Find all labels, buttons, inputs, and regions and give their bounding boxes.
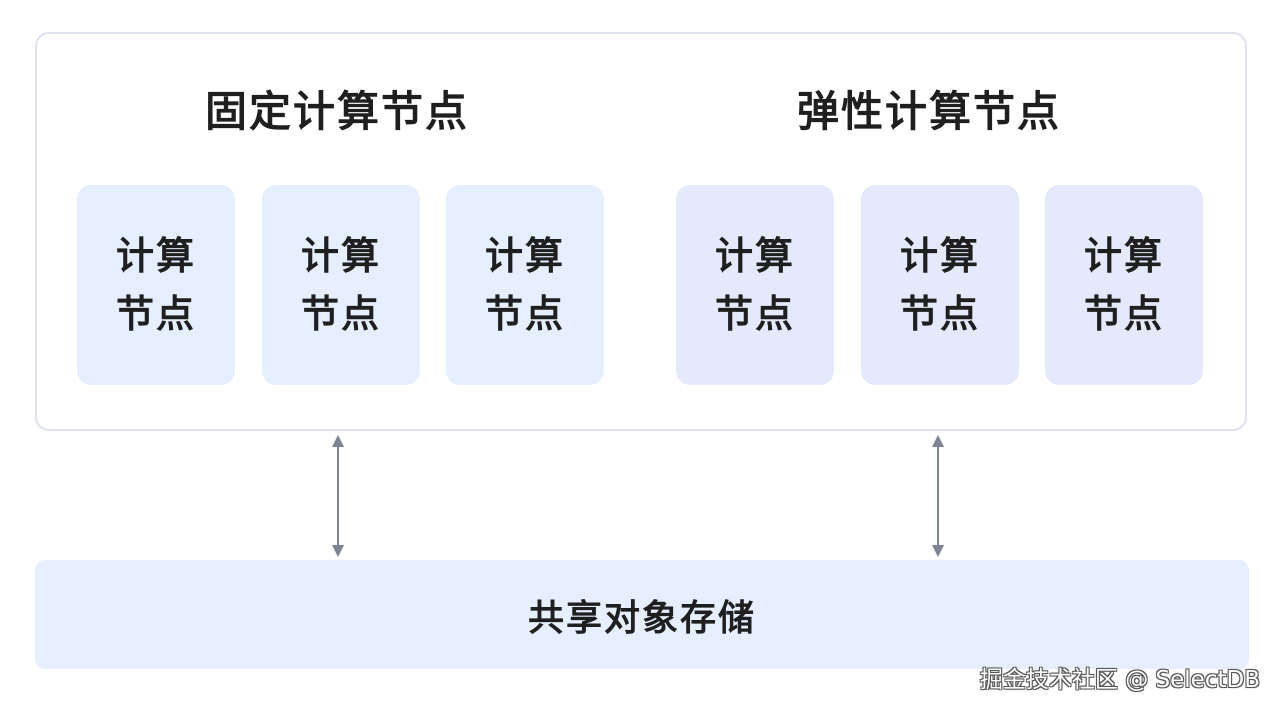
node-label-line2: 节点: [484, 292, 565, 336]
elastic-compute-node-3: 计算 节点: [1045, 185, 1203, 385]
storage-label: 共享对象存储: [527, 597, 756, 639]
bidirectional-arrow-icon: [332, 435, 344, 557]
node-label-line1: 计算: [899, 234, 980, 278]
fixed-compute-node-3: 计算 节点: [446, 185, 604, 385]
fixed-compute-node-2: 计算 节点: [262, 185, 420, 385]
fixed-compute-node-1: 计算 节点: [77, 185, 235, 385]
bidirectional-arrow-icon: [932, 435, 944, 557]
node-label-line1: 计算: [714, 234, 795, 278]
node-label-line1: 计算: [300, 234, 381, 278]
node-label-line1: 计算: [115, 234, 196, 278]
node-label-line1: 计算: [484, 234, 565, 278]
elastic-compute-node-1: 计算 节点: [676, 185, 834, 385]
node-label-line2: 节点: [300, 292, 381, 336]
elastic-compute-node-2: 计算 节点: [861, 185, 1019, 385]
node-label-line2: 节点: [115, 292, 196, 336]
elastic-group-title: 弹性计算节点: [797, 87, 1062, 136]
node-label-line2: 节点: [899, 292, 980, 336]
watermark: 掘金技术社区 @ SelectDB: [979, 667, 1260, 693]
node-label-line2: 节点: [1083, 292, 1164, 336]
fixed-group-title: 固定计算节点: [205, 87, 470, 136]
node-label-line1: 计算: [1083, 234, 1164, 278]
shared-object-storage: 共享对象存储: [35, 560, 1249, 669]
node-label-line2: 节点: [714, 292, 795, 336]
